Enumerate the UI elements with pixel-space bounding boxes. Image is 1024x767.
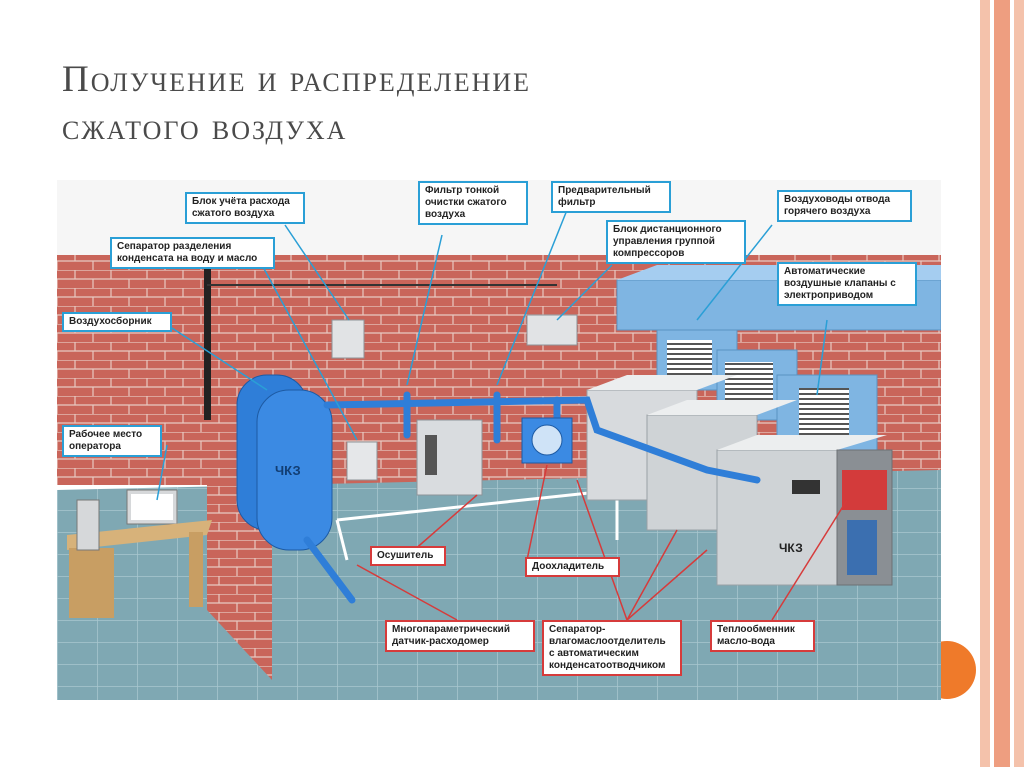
callout-flow-metering-unit: Блок учёта расхода сжатого воздуха [185,192,305,224]
callout-aftercooler: Доохладитель [525,557,620,577]
callout-line: оператора [69,441,121,452]
flow-meter-panel [331,319,365,359]
border-stripe [1014,0,1024,767]
callout-line: Сепаратор разделения [117,241,232,252]
callout-condensate-separator: Сепаратор разделения конденсата на воду … [110,237,275,269]
compressor-motor [847,520,877,575]
aftercooler [521,417,573,464]
callout-line: Автоматические [784,266,866,277]
callout-hot-air-ducts: Воздуховоды отвода горячего воздуха [777,190,912,222]
callout-line: Осушитель [377,550,434,561]
callout-line: сжатого воздуха [192,208,275,219]
callout-line: Воздухосборник [69,316,152,327]
callout-line: горячего воздуха [784,206,871,217]
border-stripe [980,0,990,767]
callout-automatic-air-valves: Автоматические воздушные клапаны с элект… [777,262,917,306]
callout-line: Сепаратор- [549,624,606,635]
callout-air-receiver: Воздухосборник [62,312,172,332]
callout-line: Блок дистанционного [613,224,722,235]
callout-line: фильтр [558,197,596,208]
callout-line: Блок учёта расхода [192,196,290,207]
wall-pipe [204,260,211,420]
right-border-decoration [980,0,1024,767]
callout-line: воздушные клапаны с [784,278,896,289]
callout-line: Фильтр тонкой [425,185,500,196]
callout-line: датчик-расходомер [392,636,489,647]
callout-operator-workstation: Рабочее место оператора [62,425,162,457]
callout-line: электроприводом [784,290,874,301]
callout-line: конденсата на воду и масло [117,253,258,264]
leader-lines [156,209,848,621]
callout-line: Предварительный [558,185,651,196]
control-panel [792,480,820,494]
pipes [303,391,761,604]
callout-multiparameter-flow-sensor: Многопараметрический датчик-расходомер [385,620,535,652]
brand-logo-receiver: ЧКЗ [275,463,301,478]
callout-line: Доохладитель [532,561,605,572]
callout-line: Рабочее место [69,429,143,440]
slide-title-line-1: Получение и распределение [62,59,532,100]
callout-line: компрессоров [613,248,685,259]
callout-line: Воздуховоды отвода [784,194,891,205]
remote-control-panel [526,314,578,346]
duct-grille [725,362,773,404]
separator-unit [346,441,378,481]
brand-logo-compressor: ЧКЗ [779,541,803,555]
callout-line: Теплообменник [717,624,795,635]
callout-line: масло-вода [717,636,775,647]
slide-title: Получение и распределение сжатого воздух… [62,56,822,152]
callout-line: конденсатоотводчиком [549,660,666,671]
air-receivers: ЧКЗ [236,374,333,551]
duct-grille [667,340,712,378]
heat-exchanger [842,470,887,510]
callout-dryer: Осушитель [370,546,446,566]
slide-title-line-2: сжатого воздуха [62,107,348,148]
callout-line: Многопараметрический [392,624,510,635]
callout-remote-control-unit: Блок дистанционного управления группой к… [606,220,746,264]
callout-line: очистки сжатого [425,197,507,208]
callout-line: воздуха [425,209,466,220]
callout-prefilter: Предварительный фильтр [551,181,671,213]
callout-fine-filter: Фильтр тонкой очистки сжатого воздуха [418,181,528,225]
callout-oil-water-heat-exchanger: Теплообменник масло-вода [710,620,815,652]
dryer [416,419,483,496]
callout-line: влагомаслоотделитель [549,636,666,647]
callout-line: с автоматическим [549,648,639,659]
border-stripe [994,0,1010,767]
duct-grille [799,388,849,438]
operator-workstation [67,489,212,618]
callout-line: управления группой [613,236,715,247]
callout-moisture-oil-separator: Сепаратор- влагомаслоотделитель с автома… [542,620,682,676]
